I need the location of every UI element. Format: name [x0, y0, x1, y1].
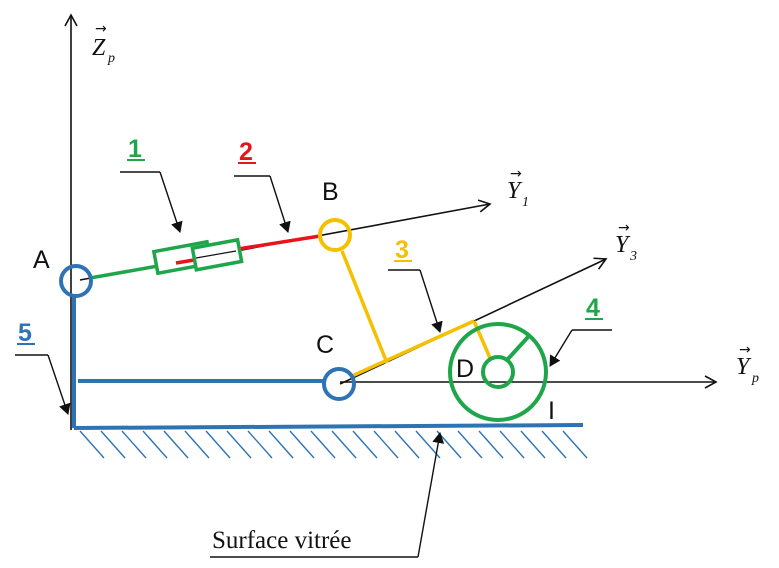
point-label-d: D [456, 355, 474, 383]
hatch-stroke [289, 430, 315, 459]
hatch-stroke [310, 430, 336, 459]
ground-hatching [79, 430, 588, 459]
hatch-stroke [541, 430, 567, 459]
svg-text:p: p [107, 51, 115, 66]
part3-link-bc [340, 250, 389, 364]
svg-text:→: → [739, 342, 751, 358]
axis-label-y1: → Y 1 [507, 166, 529, 210]
hatch-stroke [79, 430, 105, 459]
svg-text:Surface vitrée: Surface vitrée [212, 527, 352, 554]
point-label-i: I [548, 397, 555, 425]
part2-inner-line [195, 250, 237, 259]
point-label-a: A [33, 246, 50, 274]
svg-text:p: p [751, 371, 759, 386]
part3-arm [351, 319, 475, 378]
part4-hub [481, 355, 515, 389]
hatch-stroke [373, 430, 399, 459]
svg-text:Y: Y [507, 178, 523, 204]
ground-line [73, 423, 584, 430]
svg-text:→: → [95, 21, 107, 37]
part4-spoke [505, 335, 530, 362]
hatch-stroke [226, 430, 252, 459]
svg-text:→: → [510, 166, 522, 182]
svg-text:Y: Y [615, 232, 631, 258]
hatch-stroke [184, 430, 210, 459]
svg-text:4: 4 [586, 294, 600, 322]
part4-wheel [448, 322, 548, 422]
joint-b [318, 218, 352, 252]
hatch-stroke [478, 430, 504, 459]
hatch-stroke [100, 430, 126, 459]
part-label-1: 1 [120, 135, 183, 233]
hatch-stroke [436, 430, 462, 459]
svg-text:→: → [618, 220, 630, 236]
hatch-stroke [562, 430, 588, 459]
hatch-stroke [352, 430, 378, 459]
hatch-stroke [499, 430, 525, 459]
hatch-stroke [520, 430, 546, 459]
svg-text:Z: Z [92, 35, 106, 61]
axis-label-yp: → Y p [736, 342, 759, 386]
hatch-stroke [142, 430, 168, 459]
part-label-3: 3 [388, 236, 443, 333]
part2-rod [175, 258, 195, 265]
part-label-4: 4 [549, 294, 612, 367]
hatch-stroke [247, 430, 273, 459]
svg-text:Y: Y [736, 354, 752, 380]
part2-rod-main [237, 234, 321, 251]
svg-text:1: 1 [522, 195, 529, 210]
axis-label-zp: → Z p [92, 21, 115, 66]
joint-c [322, 367, 356, 401]
part-label-5: 5 [15, 319, 71, 415]
part1-rod [89, 264, 159, 280]
svg-text:2: 2 [239, 138, 253, 166]
axis-label-y3: → Y 3 [615, 220, 637, 264]
svg-text:3: 3 [395, 236, 409, 264]
hatch-stroke [268, 430, 294, 459]
point-label-c: C [316, 331, 334, 359]
joint-a [59, 264, 93, 298]
svg-text:5: 5 [18, 319, 32, 347]
hatch-stroke [457, 430, 483, 459]
hatch-stroke [163, 430, 189, 459]
svg-text:1: 1 [128, 135, 142, 163]
point-label-b: B [322, 178, 339, 206]
surface-label: Surface vitrée [210, 432, 445, 558]
svg-text:3: 3 [629, 249, 637, 264]
hatch-stroke [121, 430, 147, 459]
part-label-2: 2 [234, 138, 291, 233]
hatch-stroke [331, 430, 357, 459]
hatch-stroke [205, 430, 231, 459]
hatch-stroke [394, 430, 420, 459]
